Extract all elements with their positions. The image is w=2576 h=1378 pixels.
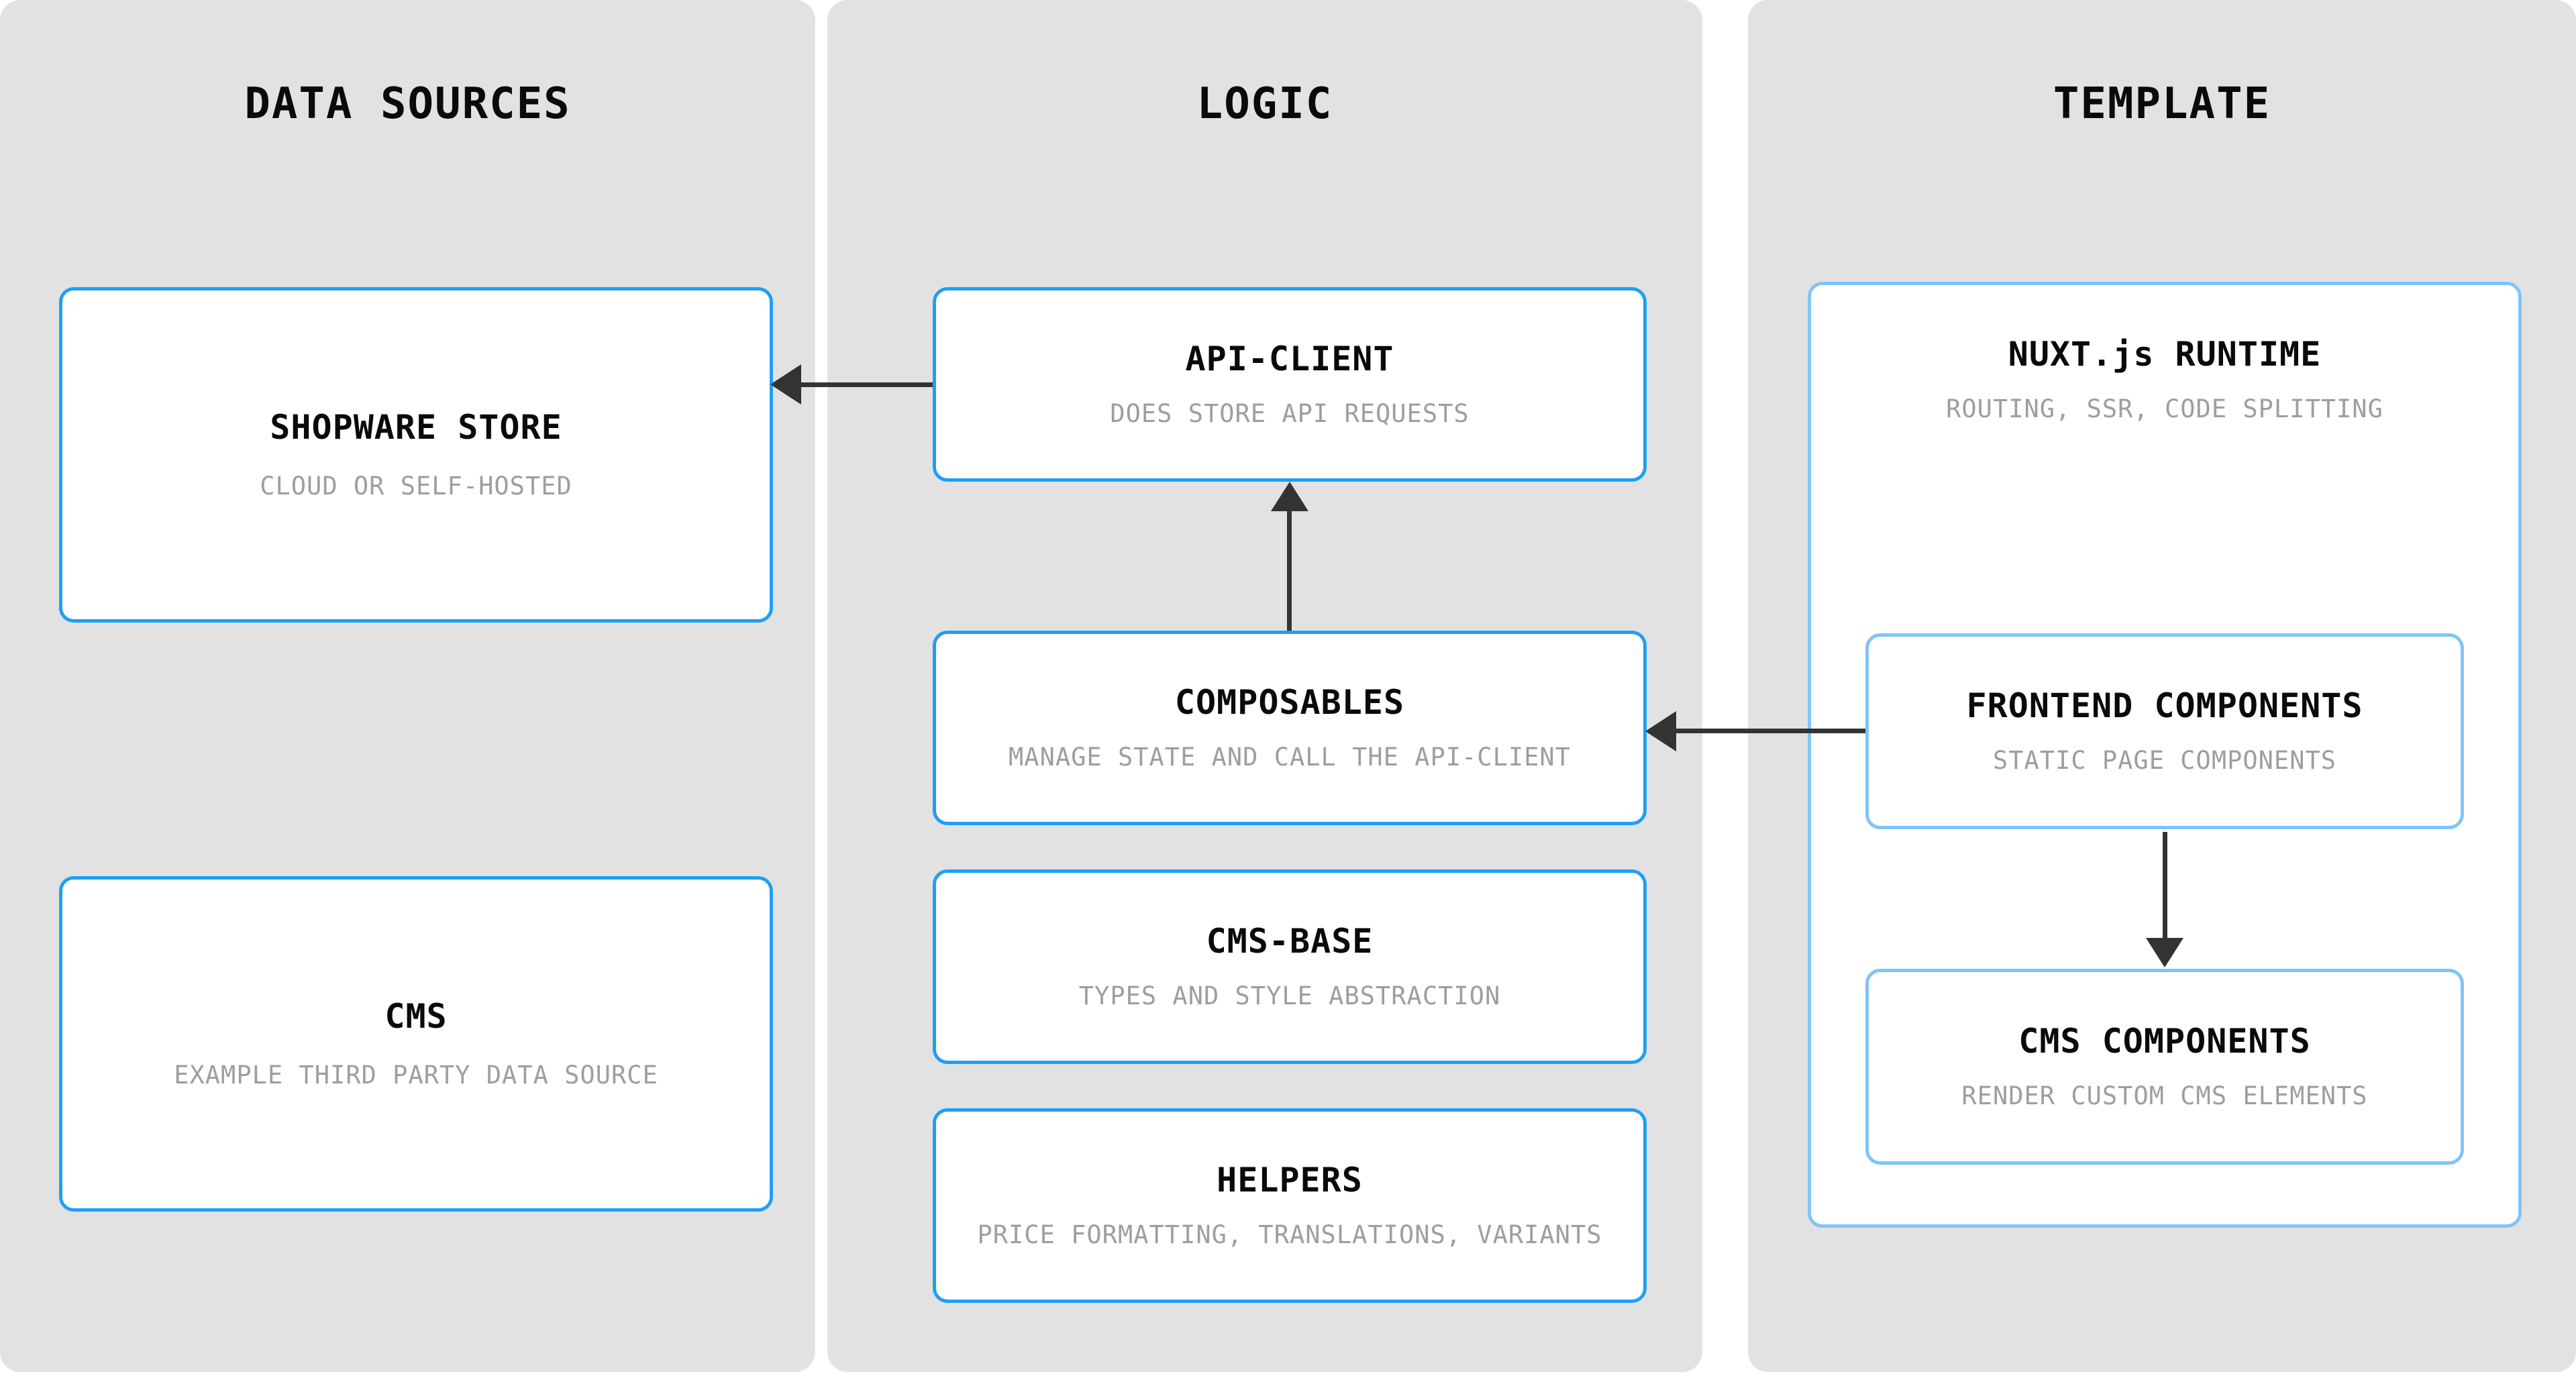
card-title-api-client: API-CLIENT [1185, 339, 1394, 379]
card-frontend-components[interactable]: FRONTEND COMPONENTS STATIC PAGE COMPONEN… [1865, 633, 2464, 829]
card-cms-base[interactable]: CMS-BASE TYPES AND STYLE ABSTRACTION [933, 869, 1647, 1064]
card-title-composables: COMPOSABLES [1174, 683, 1405, 723]
connector-composables-to-api-client-arrowhead [1271, 482, 1308, 511]
card-api-client[interactable]: API-CLIENT DOES STORE API REQUESTS [933, 287, 1647, 482]
card-subtitle-api-client: DOES STORE API REQUESTS [1110, 399, 1470, 429]
card-subtitle-shopware-store: CLOUD OR SELF-HOSTED [260, 472, 572, 501]
connector-composables-to-api-client-line [1287, 511, 1292, 631]
card-title-cms-base: CMS-BASE [1206, 922, 1374, 961]
panel-title-logic: LOGIC [1196, 79, 1333, 129]
card-subtitle-helpers: PRICE FORMATTING, TRANSLATIONS, VARIANTS [977, 1220, 1602, 1250]
connector-frontend-components-to-composables-line [1675, 729, 1865, 733]
card-subtitle-composables: MANAGE STATE AND CALL THE API-CLIENT [1009, 743, 1571, 772]
card-title-nuxt-runtime: NUXT.js RUNTIME [2008, 335, 2322, 374]
card-title-cms: CMS [384, 997, 448, 1037]
card-cms-components[interactable]: CMS COMPONENTS RENDER CUSTOM CMS ELEMENT… [1865, 969, 2464, 1165]
card-title-cms-components: CMS COMPONENTS [2018, 1022, 2311, 1061]
card-composables[interactable]: COMPOSABLES MANAGE STATE AND CALL THE AP… [933, 631, 1647, 825]
card-title-frontend-components: FRONTEND COMPONENTS [1966, 686, 2363, 726]
connector-frontend-components-to-cms-components-line [2163, 832, 2167, 939]
card-subtitle-cms: EXAMPLE THIRD PARTY DATA SOURCE [174, 1061, 658, 1090]
connector-frontend-components-to-composables-arrowhead [1645, 711, 1676, 751]
card-title-helpers: HELPERS [1217, 1161, 1363, 1200]
connector-api-client-to-shopware-store-arrowhead [770, 364, 801, 405]
panel-title-template: TEMPLATE [2053, 79, 2271, 129]
panel-title-data-sources: DATA SOURCES [244, 79, 571, 129]
connector-api-client-to-shopware-store-line [798, 382, 933, 387]
card-subtitle-frontend-components: STATIC PAGE COMPONENTS [1992, 746, 2337, 776]
connector-frontend-components-to-cms-components-arrowhead [2146, 938, 2183, 967]
card-cms[interactable]: CMS EXAMPLE THIRD PARTY DATA SOURCE [59, 876, 773, 1212]
card-subtitle-nuxt-runtime: ROUTING, SSR, CODE SPLITTING [1946, 394, 2383, 423]
card-subtitle-cms-base: TYPES AND STYLE ABSTRACTION [1078, 982, 1501, 1011]
card-helpers[interactable]: HELPERS PRICE FORMATTING, TRANSLATIONS, … [933, 1108, 1647, 1303]
card-subtitle-cms-components: RENDER CUSTOM CMS ELEMENTS [1961, 1081, 2368, 1111]
card-title-shopware-store: SHOPWARE STORE [270, 408, 562, 447]
card-shopware-store[interactable]: SHOPWARE STORE CLOUD OR SELF-HOSTED [59, 287, 773, 623]
